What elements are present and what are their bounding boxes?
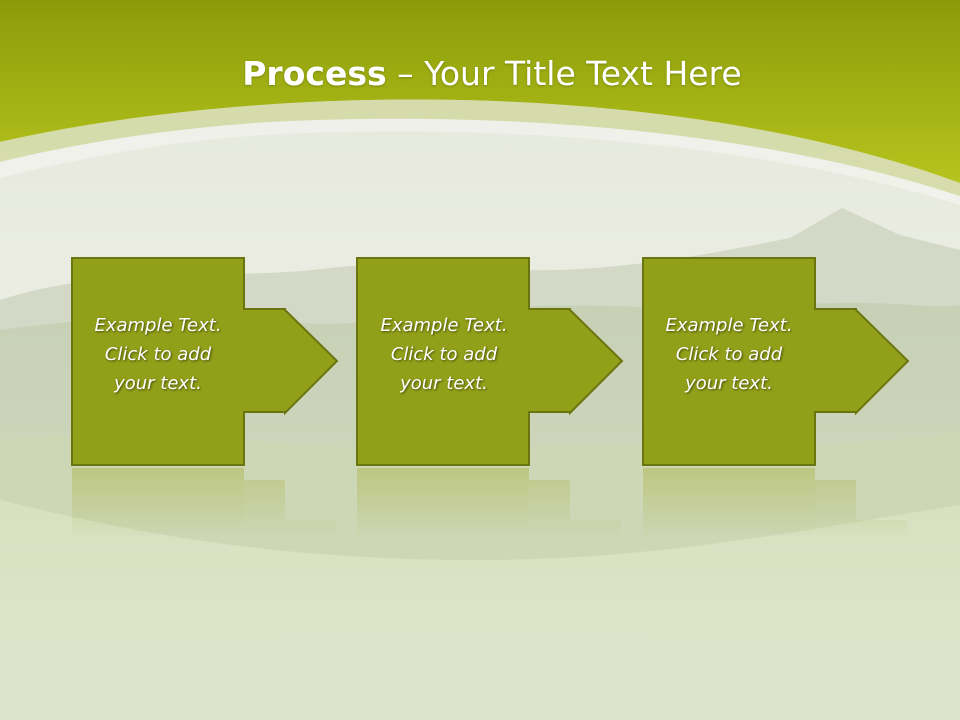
- process-step-text-1: Example Text. Click to add your text.: [94, 315, 222, 394]
- process-step-shape-2: [356, 257, 624, 466]
- process-reflections: [72, 468, 907, 540]
- process-step-shape-1: [71, 257, 339, 466]
- process-step-text-3: Example Text. Click to add your text.: [665, 315, 793, 394]
- process-step-text-2: Example Text. Click to add your text.: [380, 315, 508, 394]
- title-bold: Process: [242, 54, 387, 93]
- slide-title: Process – Your Title Text Here: [0, 52, 960, 96]
- title-rest: – Your Title Text Here: [386, 54, 742, 93]
- process-step-shape-3: [642, 257, 910, 466]
